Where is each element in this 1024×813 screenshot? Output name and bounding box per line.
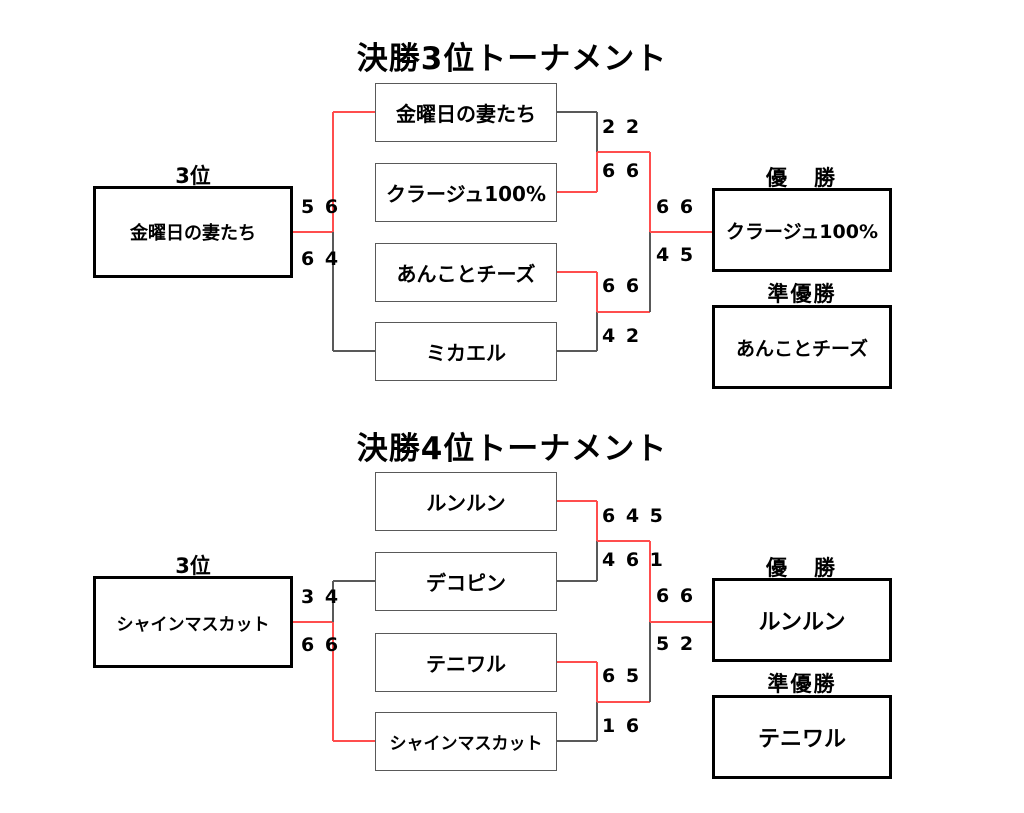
final-score-lower-winner: 6 6 (656, 585, 696, 607)
round1-box-lower-1[interactable]: ルンルン (375, 472, 557, 531)
seed-label-lower: 3位 (175, 554, 211, 578)
seed-team-box-lower[interactable]: シャインマスカット (93, 576, 293, 668)
final-score-lower-loser: 5 2 (656, 633, 696, 655)
round1-score-lower-1: 6 4 5 (602, 505, 665, 527)
round1-team-lower-1: ルンルン (426, 491, 506, 515)
round1-box-upper-2[interactable]: クラージュ100% (375, 163, 557, 222)
runnerup-team-lower: テニワル (757, 727, 846, 752)
seed-score-bottom-upper: 6 4 (301, 248, 341, 270)
round1-team-upper-3: あんことチーズ (396, 262, 536, 286)
round1-team-lower-2: デコピン (426, 571, 506, 595)
champion-team-lower: ルンルン (758, 610, 846, 635)
result-box-champion-upper[interactable]: クラージュ100% (712, 188, 892, 272)
round1-team-upper-1: 金曜日の妻たち (396, 102, 536, 126)
round1-team-upper-2: クラージュ100% (386, 182, 546, 206)
runnerup-team-upper: あんことチーズ (735, 337, 869, 360)
bracket-title-fourth-place: 決勝4位トーナメント (356, 431, 668, 467)
seed-score-top-upper: 5 6 (301, 196, 341, 218)
result-box-runnerup-lower[interactable]: テニワル (712, 695, 892, 779)
seed-team-box-upper[interactable]: 金曜日の妻たち (93, 186, 293, 278)
round1-score-lower-4: 1 6 (602, 715, 642, 737)
seed-score-bottom-lower: 6 6 (301, 634, 341, 656)
round1-score-upper-1: 2 2 (602, 116, 642, 138)
round1-score-upper-3: 6 6 (602, 275, 642, 297)
round1-box-upper-1[interactable]: 金曜日の妻たち (375, 83, 557, 142)
result-label-runnerup-upper: 準優勝 (767, 282, 837, 306)
seed-team-name-upper: 金曜日の妻たち (130, 223, 256, 244)
round1-team-lower-3: テニワル (426, 652, 506, 676)
round1-team-upper-4: ミカエル (426, 341, 506, 365)
round1-score-lower-3: 6 5 (602, 665, 642, 687)
final-score-upper-winner: 6 6 (656, 196, 696, 218)
round1-box-upper-4[interactable]: ミカエル (375, 322, 557, 381)
result-label-runnerup-lower: 準優勝 (767, 672, 837, 696)
result-box-champion-lower[interactable]: ルンルン (712, 578, 892, 662)
result-label-champion-lower: 優 勝 (766, 556, 838, 580)
result-box-runnerup-upper[interactable]: あんことチーズ (712, 305, 892, 389)
champion-team-upper: クラージュ100% (726, 220, 878, 243)
round1-team-lower-4: シャインマスカット (389, 734, 543, 754)
seed-team-name-lower: シャインマスカット (116, 614, 270, 635)
final-score-upper-loser: 4 5 (656, 244, 696, 266)
round1-box-lower-4[interactable]: シャインマスカット (375, 712, 557, 771)
seed-score-top-lower: 3 4 (301, 586, 341, 608)
round1-box-lower-2[interactable]: デコピン (375, 552, 557, 611)
bracket-title-third-place: 決勝3位トーナメント (356, 41, 668, 77)
round1-box-lower-3[interactable]: テニワル (375, 633, 557, 692)
result-label-champion-upper: 優 勝 (766, 166, 838, 190)
seed-label-upper: 3位 (175, 164, 211, 188)
round1-score-upper-4: 4 2 (602, 325, 642, 347)
round1-box-upper-3[interactable]: あんことチーズ (375, 243, 557, 302)
round1-score-lower-2: 4 6 1 (602, 549, 665, 571)
round1-score-upper-2: 6 6 (602, 160, 642, 182)
